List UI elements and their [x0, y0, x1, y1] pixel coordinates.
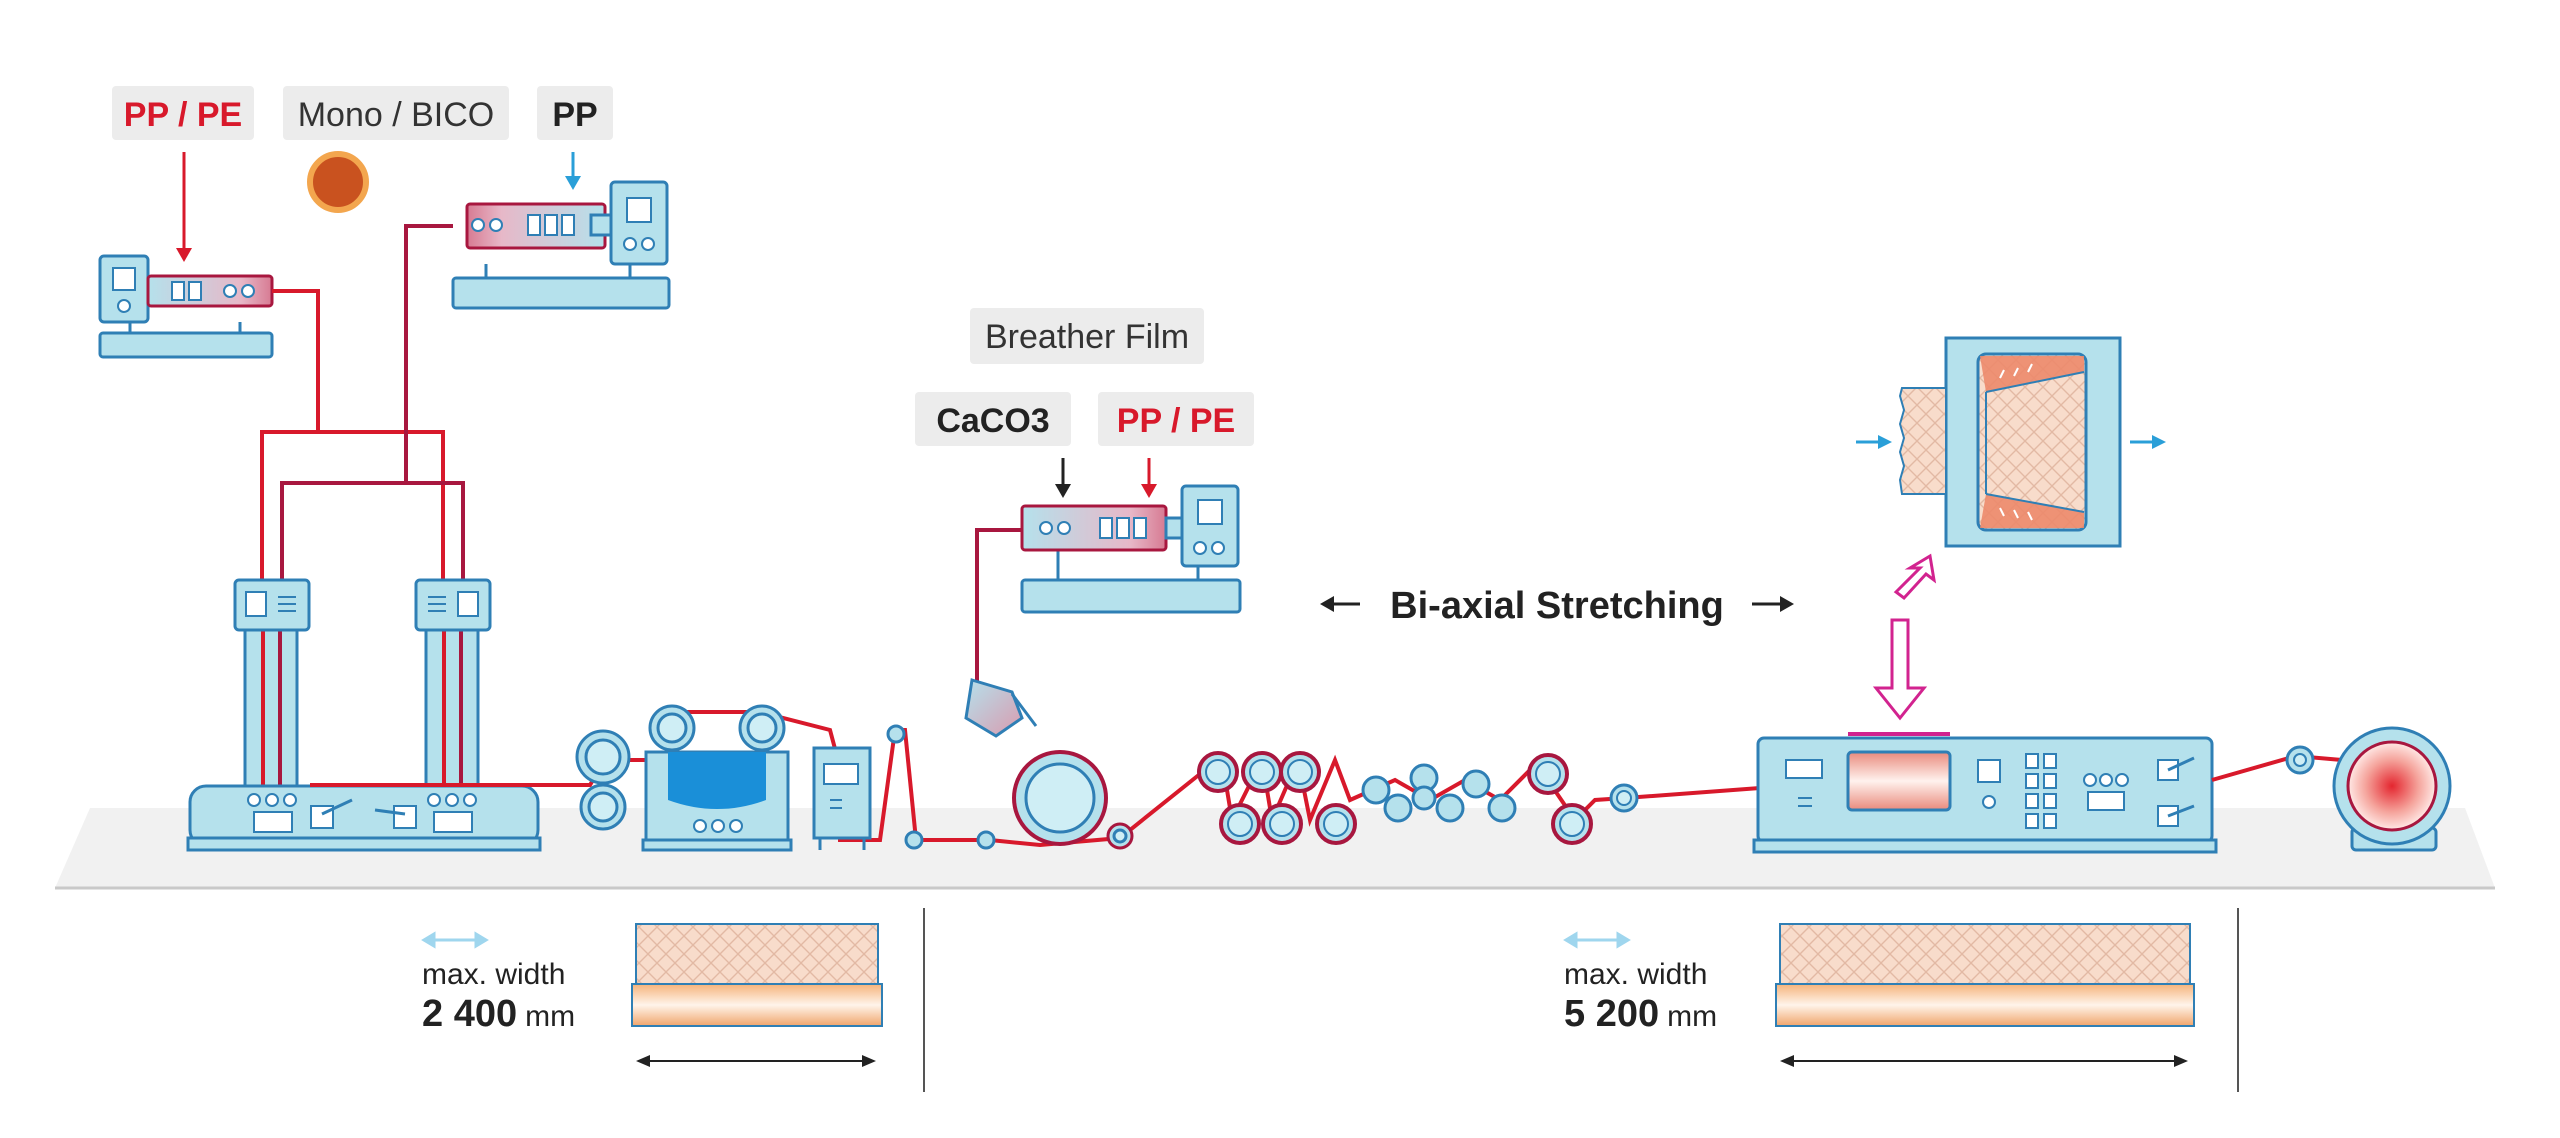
- extruder-1: [98, 254, 274, 359]
- label-caco3: CaCO3: [915, 392, 1071, 446]
- width-caption-left: max. width: [422, 958, 565, 991]
- svg-text:Bi-axial Stretching: Bi-axial Stretching: [1390, 585, 1724, 627]
- svg-text:PP / PE: PP / PE: [124, 96, 242, 134]
- label-mono-bico: Mono / BICO: [283, 86, 509, 140]
- width-caption-right: max. width: [1564, 958, 1707, 991]
- svg-text:Mono / BICO: Mono / BICO: [298, 96, 495, 134]
- svg-text:CaCO3: CaCO3: [936, 402, 1049, 440]
- control-cabinet: [812, 724, 906, 850]
- width-arrow-icon: [421, 931, 489, 949]
- chill-roll: [1012, 750, 1134, 850]
- svg-text:PP: PP: [552, 96, 597, 134]
- film-extruder: [1020, 484, 1242, 614]
- extruder-2: [451, 180, 671, 310]
- spunbond-base: [186, 784, 542, 852]
- mdo-roll-cores: [1205, 759, 1349, 837]
- label-pp-pe-mid: PP / PE: [1098, 392, 1254, 446]
- label-pp: PP: [537, 86, 613, 140]
- bico-fiber-icon: [307, 151, 369, 213]
- embossing-rolls: [1361, 763, 1517, 823]
- mdo-rolls: [1197, 751, 1357, 845]
- calender-rolls: [575, 704, 786, 831]
- stretching-machine: [1752, 736, 2218, 854]
- winder: [2285, 726, 2452, 852]
- guide-roll-small-core: [1616, 790, 1632, 806]
- spin-tower-1: [233, 578, 311, 792]
- feed-arrow-pp: [565, 152, 581, 190]
- stretch-detail: [1856, 336, 2166, 548]
- water-bath: [641, 750, 793, 852]
- feed-arrow-pp-pe-left: [176, 152, 192, 262]
- melt-lines: [260, 224, 465, 580]
- winder-web: [2211, 753, 2343, 782]
- spin-tower-2: [414, 578, 492, 792]
- feed-arrow-caco3: [1055, 458, 1071, 498]
- label-pp-pe-left: PP / PE: [112, 86, 254, 140]
- film-melt-line: [975, 528, 1022, 690]
- svg-text:PP / PE: PP / PE: [1117, 402, 1235, 440]
- guide-rollers: [904, 830, 996, 850]
- process-arrows-magenta: [1848, 553, 1950, 736]
- tension-roll-cores: [1535, 761, 1585, 837]
- cast-die: [964, 678, 1038, 738]
- bi-axial-label: Bi-axial Stretching: [1320, 585, 1794, 627]
- width-arrow-icon-right: [1563, 931, 1631, 949]
- svg-text:Breather Film: Breather Film: [985, 318, 1189, 356]
- feed-arrow-pp-pe-mid: [1141, 458, 1157, 498]
- label-breather-film: Breather Film: [970, 308, 1204, 364]
